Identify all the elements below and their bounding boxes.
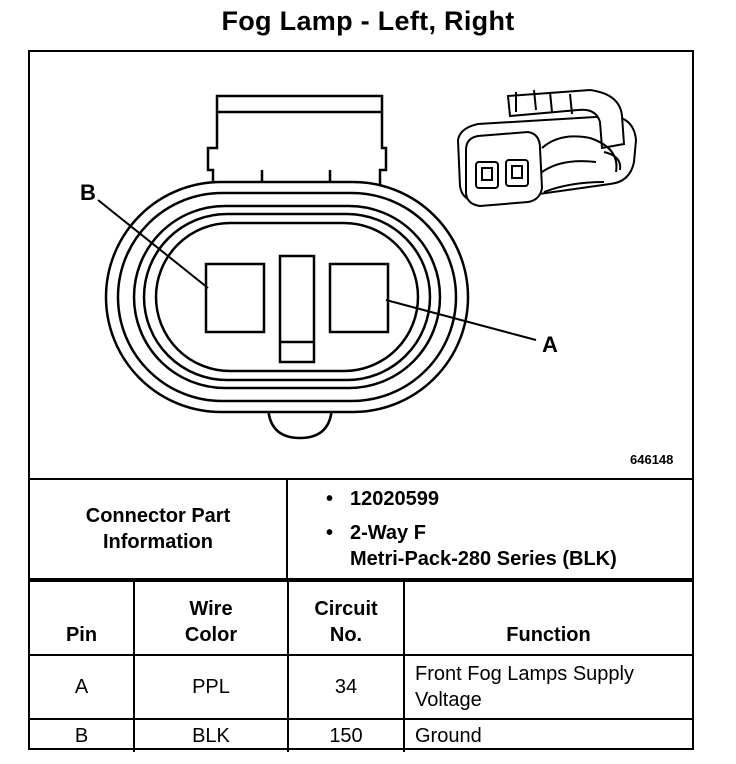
connector-type-line1: 2-Way F: [350, 522, 426, 544]
header-pin-label: Pin: [65, 624, 98, 646]
header-function: Function: [403, 580, 692, 656]
table-row: B BLK 150 Ground: [30, 718, 692, 752]
pin-table: Pin Wire Color Circuit No. Function A PP…: [30, 580, 692, 752]
header-wire-color: Wire Color: [133, 580, 289, 656]
connector-info-heading: Connector Part Information: [30, 480, 288, 578]
bullet-icon: •: [326, 522, 334, 544]
page-title: Fog Lamp - Left, Right: [221, 6, 515, 36]
connector-info-heading-line2: Information: [103, 531, 213, 553]
header-circuit: Circuit No.: [287, 580, 405, 656]
wire-color-cell: BLK: [133, 718, 289, 752]
table-row: A PPL 34 Front Fog Lamps Supply Voltage: [30, 654, 692, 720]
wire-color-cell: PPL: [133, 654, 289, 720]
pin-cell: B: [30, 718, 135, 752]
pin-table-header: Pin Wire Color Circuit No. Function: [30, 580, 692, 656]
circuit-cell: 150: [287, 718, 405, 752]
connector-info-heading-line1: Connector Part: [85, 505, 231, 527]
function-cell: Front Fog Lamps Supply Voltage: [403, 654, 692, 720]
header-circuit-line2: No.: [329, 624, 363, 646]
header-circuit-line1: Circuit: [314, 598, 378, 620]
circuit-cell: 34: [287, 654, 405, 720]
figure-number: 646148: [630, 452, 674, 467]
pin-cell: A: [30, 654, 135, 720]
connector-info-details: • 12020599 • 2-Way F Metri-Pack-280 Seri…: [288, 480, 692, 578]
function-line1: Ground: [415, 725, 482, 747]
bullet-icon: •: [326, 488, 334, 510]
function-line2: Voltage: [415, 689, 482, 711]
connector-frame: B A 646148 Connector Part Information • …: [28, 50, 694, 752]
function-cell: Ground: [403, 718, 692, 752]
header-wire-color-line2: Color: [184, 624, 238, 646]
header-function-label: Function: [506, 624, 591, 646]
header-wire-color-line1: Wire: [189, 598, 233, 620]
connector-info-row: Connector Part Information • 12020599 • …: [30, 478, 692, 580]
connector-face-illustration: [97, 88, 638, 440]
pin-b-label: B: [80, 180, 96, 205]
connector-type-line2: Metri-Pack-280 Series (BLK): [350, 548, 617, 570]
part-number: 12020599: [350, 488, 439, 510]
function-line1: Front Fog Lamps Supply: [415, 663, 634, 685]
header-pin: Pin: [30, 580, 135, 656]
pin-a-label: A: [542, 332, 558, 357]
connector-drawing: B A 646148: [30, 52, 692, 478]
